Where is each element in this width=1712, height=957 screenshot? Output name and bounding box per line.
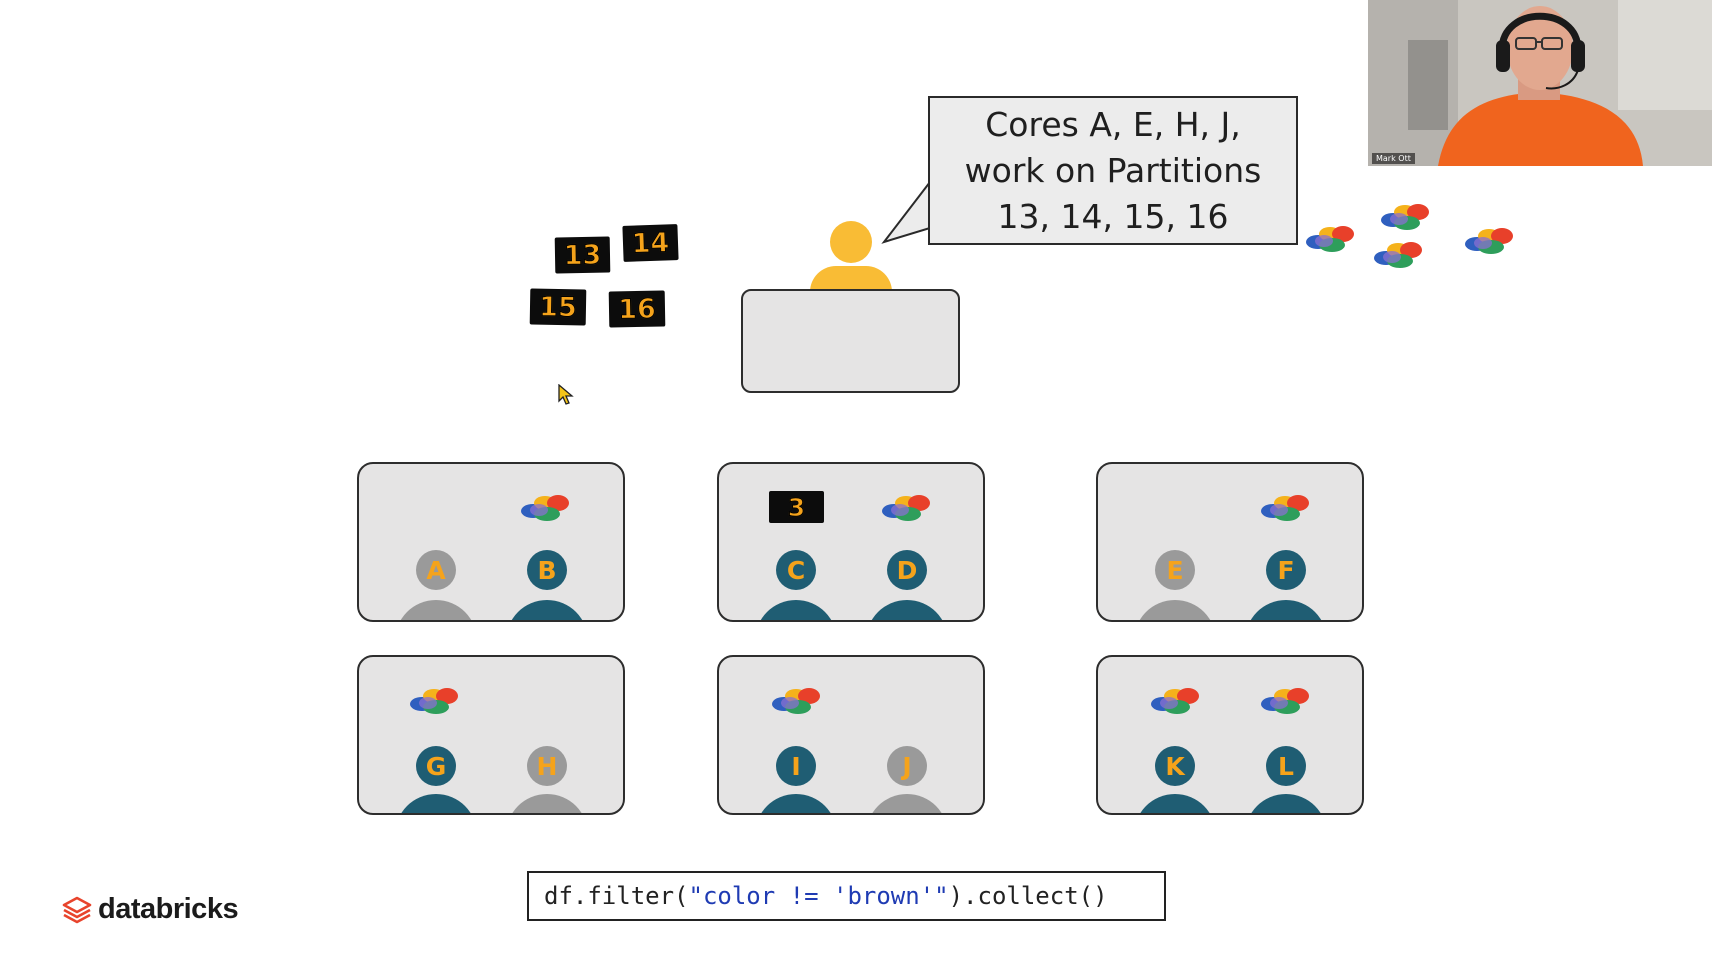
core-l-body (1245, 794, 1327, 813)
core-g-head: G (416, 746, 456, 786)
result-blobs-icon (1306, 226, 1354, 252)
processed-data-icon (1261, 688, 1309, 714)
executor-4: G H (357, 655, 625, 815)
partition-3: 3 (769, 491, 824, 523)
code-snippet: df.filter("color != 'brown'").collect() (527, 871, 1166, 921)
driver-desk (741, 289, 960, 393)
core-d-head: D (887, 550, 927, 590)
executor-1: A B (357, 462, 625, 622)
core-g-body (395, 794, 477, 813)
result-blobs-icon (1465, 228, 1513, 254)
core-d-body (866, 600, 948, 620)
core-a-head: A (416, 550, 456, 590)
core-f-body (1245, 600, 1327, 620)
core-b-body (506, 600, 588, 620)
executor-2: 3 C D (717, 462, 985, 622)
processed-data-icon (1261, 495, 1309, 521)
processed-data-icon (772, 688, 820, 714)
bubble-line-1: Cores A, E, H, J, (985, 104, 1241, 144)
core-a-body (395, 600, 477, 620)
core-k-body (1134, 794, 1216, 813)
processed-data-icon (882, 495, 930, 521)
core-h-body (506, 794, 588, 813)
core-j-head: J (887, 746, 927, 786)
result-blobs-icon (1374, 242, 1422, 268)
presenter-webcam: Mark Ott (1368, 0, 1712, 166)
code-prefix: df.filter( (544, 882, 689, 910)
driver-head (830, 221, 872, 263)
core-b-head: B (527, 550, 567, 590)
processed-data-icon (1151, 688, 1199, 714)
core-k-head: K (1155, 746, 1195, 786)
databricks-logo-text: databricks (98, 893, 239, 925)
code-suffix: ).collect() (948, 882, 1108, 910)
presenter-video (1368, 0, 1712, 166)
core-e-head: E (1155, 550, 1195, 590)
core-e-body (1134, 600, 1216, 620)
databricks-logo-icon (62, 896, 92, 923)
bubble-tail (881, 179, 932, 244)
partition-13: 13 (554, 236, 611, 274)
core-i-head: I (776, 746, 816, 786)
code-string: "color != 'brown'" (688, 882, 949, 910)
core-c-head: C (776, 550, 816, 590)
core-l-head: L (1266, 746, 1306, 786)
core-h-head: H (527, 746, 567, 786)
processed-data-icon (521, 495, 569, 521)
executor-3: E F (1096, 462, 1364, 622)
processed-data-icon (410, 688, 458, 714)
presenter-name: Mark Ott (1372, 153, 1415, 164)
partition-14: 14 (622, 224, 679, 262)
partition-15: 15 (529, 288, 587, 326)
bubble-line-3: 13, 14, 15, 16 (997, 196, 1229, 236)
executor-5: I J (717, 655, 985, 815)
core-f-head: F (1266, 550, 1306, 590)
result-blobs-icon (1381, 204, 1429, 230)
core-c-body (755, 600, 837, 620)
core-i-body (755, 794, 837, 813)
speech-bubble: Cores A, E, H, J, work on Partitions 13,… (928, 96, 1298, 245)
core-j-body (866, 794, 948, 813)
partition-16: 16 (608, 290, 666, 328)
mouse-cursor-icon (558, 384, 574, 405)
bubble-line-2: work on Partitions (964, 150, 1262, 190)
driver-body (810, 266, 892, 292)
executor-6: K L (1096, 655, 1364, 815)
databricks-logo: databricks (62, 893, 239, 926)
